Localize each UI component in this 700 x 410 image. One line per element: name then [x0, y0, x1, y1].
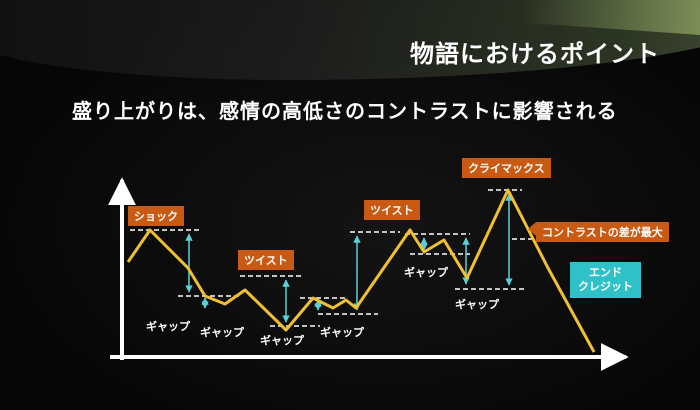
label-shock: ショック — [128, 206, 184, 226]
label-twist-2: ツイスト — [364, 200, 420, 220]
gap-label: ギャップ — [404, 266, 448, 279]
dashed-reference-lines — [130, 189, 540, 327]
gap-label: ギャップ — [455, 298, 499, 311]
gap-label: ギャップ — [146, 320, 190, 333]
gap-label: ギャップ — [320, 326, 364, 339]
end-credit-line-2: クレジット — [578, 280, 633, 293]
end-credit-line-1: エンド — [589, 266, 622, 279]
slide-title: 物語におけるポイント — [410, 40, 660, 68]
gap-arrows — [185, 193, 513, 323]
slide-subtitle: 盛り上がりは、感情の高低さのコントラストに影響される — [72, 99, 618, 123]
label-end-credit: エンド クレジット — [570, 262, 641, 298]
label-climax: クライマックス — [462, 158, 551, 178]
label-twist-1: ツイスト — [238, 250, 294, 270]
contrast-callout-pointer — [528, 222, 536, 236]
gap-label: ギャップ — [200, 326, 244, 339]
emotion-curve — [126, 188, 596, 353]
label-contrast-max: コントラストの差が最大 — [536, 222, 669, 242]
gap-label: ギャップ — [260, 334, 304, 347]
